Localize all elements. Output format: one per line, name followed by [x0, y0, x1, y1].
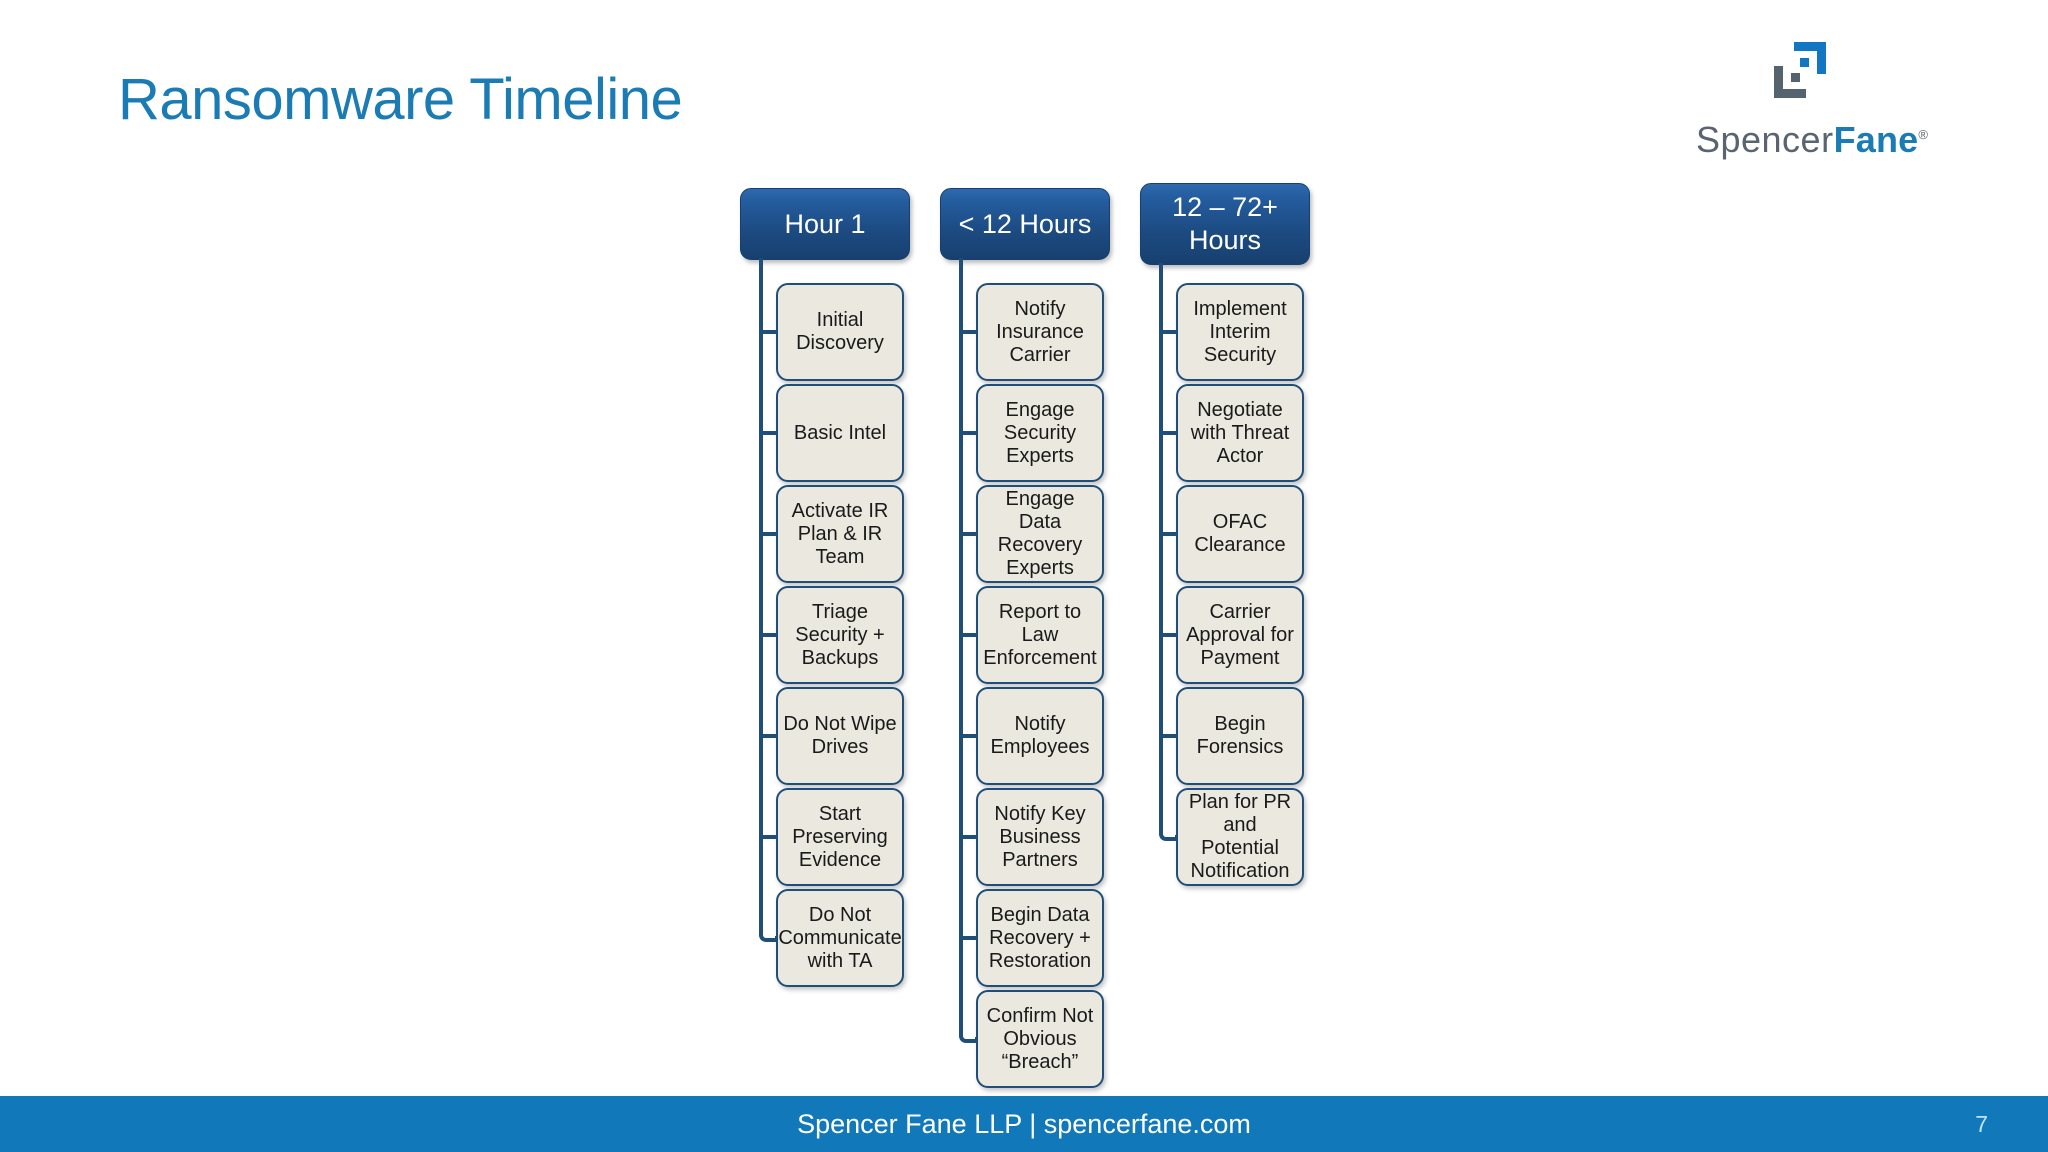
timeline-node[interactable]: Notify Key Business Partners: [976, 788, 1104, 886]
timeline-node-label: Notify Employees: [990, 713, 1090, 758]
timeline-trunk-elbow: [1159, 821, 1179, 841]
timeline-node[interactable]: Carrier Approval for Payment: [1176, 586, 1304, 684]
timeline-node-label: Basic Intel: [793, 421, 887, 444]
footer-text: Spencer Fane LLP | spencerfane.com: [797, 1108, 1251, 1139]
timeline-node-label: Start Preserving Evidence: [792, 802, 888, 871]
timeline-node[interactable]: Notify Insurance Carrier: [976, 283, 1104, 381]
timeline-node[interactable]: Activate IR Plan & IR Team: [776, 485, 904, 583]
timeline-node[interactable]: Basic Intel: [776, 384, 904, 482]
timeline-node-label: Engage Data Recovery Experts: [997, 488, 1083, 579]
timeline-node[interactable]: Begin Data Recovery + Restoration: [976, 889, 1104, 987]
timeline-node[interactable]: Negotiate with Threat Actor: [1176, 384, 1304, 482]
timeline-node[interactable]: Engage Data Recovery Experts: [976, 485, 1104, 583]
spencer-fane-bracket-mark-icon: [1768, 38, 1832, 102]
timeline-node-label: Negotiate with Threat Actor: [1190, 398, 1290, 467]
timeline-node[interactable]: Begin Forensics: [1176, 687, 1304, 785]
timeline-node-label: Begin Forensics: [1196, 713, 1284, 758]
timeline-node[interactable]: Do Not Communicate with TA: [776, 889, 904, 987]
timeline-node[interactable]: Triage Security + Backups: [776, 586, 904, 684]
timeline-node[interactable]: Initial Discovery: [776, 283, 904, 381]
timeline-node[interactable]: Do Not Wipe Drives: [776, 687, 904, 785]
timeline-column-header[interactable]: 12 – 72+ Hours: [1140, 183, 1310, 265]
timeline-column-header[interactable]: < 12 Hours: [940, 188, 1110, 260]
timeline-trunk-line: [959, 258, 963, 1031]
page-title: Ransomware Timeline: [118, 67, 683, 132]
spencer-fane-logo: SpencerFane®: [1672, 38, 1952, 159]
timeline-node-label: Triage Security + Backups: [795, 600, 885, 669]
timeline-trunk-line: [759, 258, 763, 930]
timeline-node[interactable]: OFAC Clearance: [1176, 485, 1304, 583]
timeline-trunk-elbow: [759, 922, 779, 942]
timeline-node-label: Do Not Communicate with TA: [778, 903, 902, 972]
timeline-node-label: Implement Interim Security: [1193, 297, 1287, 366]
registered-trademark-icon: ®: [1918, 127, 1928, 142]
timeline-node[interactable]: Report to Law Enforcement: [976, 586, 1104, 684]
timeline-node-label: Plan for PR and Potential Notification: [1188, 791, 1292, 882]
timeline-node[interactable]: Plan for PR and Potential Notification: [1176, 788, 1304, 886]
timeline-node[interactable]: Confirm Not Obvious “Breach”: [976, 990, 1104, 1088]
timeline-column-header[interactable]: Hour 1: [740, 188, 910, 260]
timeline-trunk-line: [1159, 263, 1163, 829]
timeline-node-label: Notify Insurance Carrier: [996, 297, 1084, 366]
timeline-trunk-elbow: [959, 1023, 979, 1043]
page-number: 7: [1975, 1110, 1988, 1137]
timeline-node-label: Engage Security Experts: [1003, 398, 1077, 467]
timeline-node-label: Confirm Not Obvious “Breach”: [986, 1004, 1094, 1073]
timeline-column-header-label: Hour 1: [784, 208, 866, 239]
logo-word-fane: Fane: [1833, 119, 1919, 160]
logo-word-spencer: Spencer: [1695, 119, 1834, 160]
timeline-node[interactable]: Start Preserving Evidence: [776, 788, 904, 886]
timeline-node-label: Initial Discovery: [796, 309, 884, 354]
footer-bar: Spencer Fane LLP | spencerfane.com 7: [0, 1096, 2048, 1152]
timeline-node-label: Notify Key Business Partners: [994, 802, 1086, 871]
timeline-node-label: Activate IR Plan & IR Team: [791, 499, 889, 568]
timeline-node[interactable]: Implement Interim Security: [1176, 283, 1304, 381]
timeline-node[interactable]: Notify Employees: [976, 687, 1104, 785]
timeline-node-label: Begin Data Recovery + Restoration: [988, 903, 1092, 972]
timeline-node-label: Do Not Wipe Drives: [783, 713, 897, 758]
timeline-node-label: Carrier Approval for Payment: [1186, 600, 1294, 669]
timeline-node-label: Report to Law Enforcement: [983, 600, 1097, 669]
timeline-node[interactable]: Engage Security Experts: [976, 384, 1104, 482]
logo-wordmark: SpencerFane®: [1672, 116, 1952, 159]
timeline-column-header-label: 12 – 72+ Hours: [1172, 192, 1278, 255]
timeline-column-header-label: < 12 Hours: [958, 208, 1092, 239]
timeline-node-label: OFAC Clearance: [1194, 511, 1286, 556]
